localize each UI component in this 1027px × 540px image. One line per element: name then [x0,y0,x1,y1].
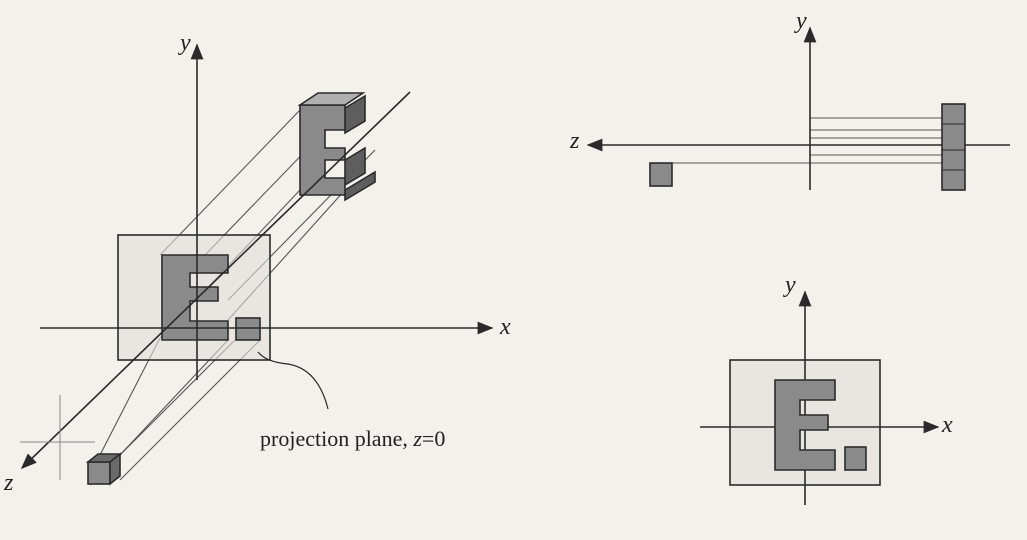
front-y-axis-label: y [785,272,796,298]
object-e-shape [299,104,346,196]
projection-plane-caption: projection plane, z=0 [260,426,445,452]
front-cube [844,446,867,471]
side-view-projectors [650,117,942,164]
z-axis [20,91,411,470]
caption-value: =0 [421,426,446,451]
object-e-top [297,92,366,106]
side-z-axis-label: z [570,128,580,154]
side-cube [649,162,673,187]
side-e-block [941,103,966,191]
object-cube [87,461,111,485]
z-axis-label: z [4,470,14,496]
leader-line [257,351,329,410]
y-axis-label: y [180,30,191,56]
front-x-axis-label: x [942,412,953,438]
object-e-side [344,94,376,202]
projected-e-shape [161,254,229,341]
caption-variable: z [413,426,422,451]
projected-cube [235,317,261,341]
x-axis-label: x [500,314,511,340]
caption-text: projection plane, [260,426,414,451]
front-e-shape [774,379,836,471]
reference-axes [20,395,95,480]
side-y-axis-label: y [796,8,807,34]
